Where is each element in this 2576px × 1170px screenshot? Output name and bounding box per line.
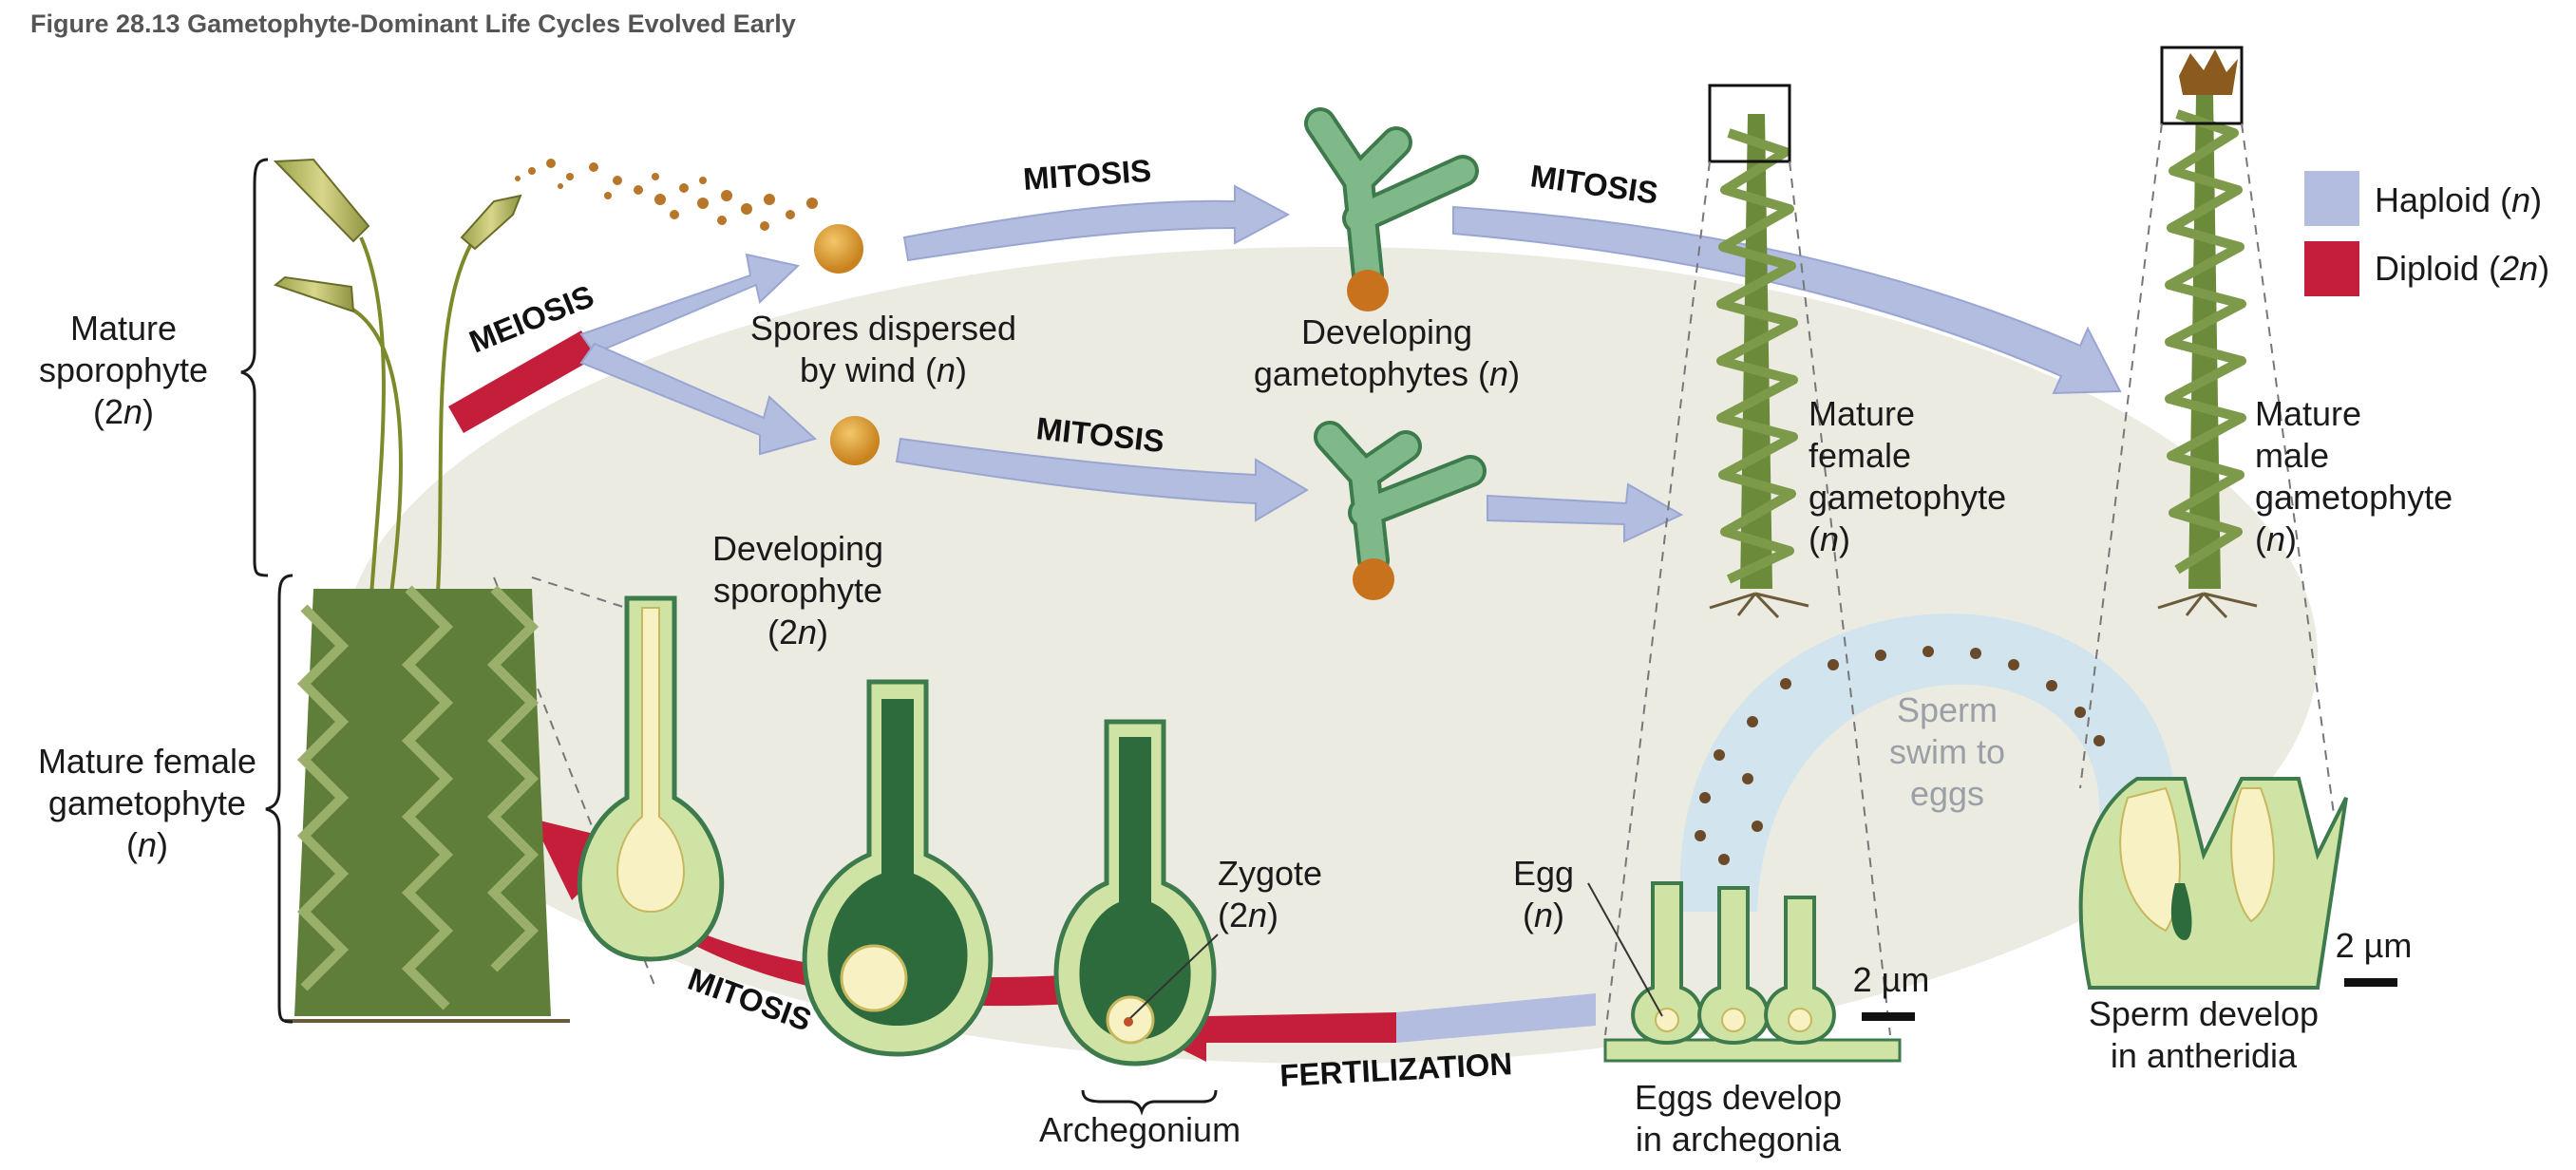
sperm-develop-label: Sperm develop in antheridia	[2088, 994, 2320, 1075]
archegonia-cluster	[1603, 881, 1902, 1063]
developing-sporophyte-stage-1	[577, 595, 725, 962]
developing-sporophyte-stage-2	[802, 679, 994, 1057]
legend-diploid-label: Diploid (2n)	[2375, 249, 2550, 288]
mature-male-plant	[2157, 46, 2258, 619]
sperm-cells	[1695, 646, 2105, 865]
mitosis-arrow-mid	[895, 437, 1309, 522]
spore-lower	[830, 416, 880, 465]
meiosis-arrow	[448, 330, 597, 433]
scale-bar-left	[1862, 1012, 1915, 1021]
mature-sporophyte-label: Mature sporophyte (2n)	[38, 309, 209, 431]
zygote-label: Zygote (2n)	[1218, 854, 1323, 934]
archegonium-zygote	[1053, 719, 1217, 1066]
antheridia-cluster	[2078, 777, 2348, 990]
mitosis-label-top-1: MITOSIS	[1022, 153, 1152, 197]
egg-pointer	[1587, 882, 1663, 1017]
mitosis-arrow-top-1	[902, 184, 1291, 262]
fertilization-arrow-diploid	[1146, 997, 1396, 1062]
developing-gametophytes-label: Developing gametophytes (n)	[1253, 312, 1521, 393]
egg-label: Egg (n)	[1512, 854, 1575, 934]
arrow-to-female	[1487, 482, 1684, 543]
mature-male-gametophyte-label: Mature male gametophyte (n)	[2255, 394, 2453, 558]
legend-diploid-swatch	[2304, 241, 2359, 296]
eggs-develop-label: Eggs develop in archegonia	[1634, 1078, 1843, 1159]
fertilization-arrow-haploid	[1396, 993, 1596, 1043]
mature-female-gametophyte-left-label: Mature female gametophyte (n)	[37, 742, 257, 864]
sporophyte-setae	[341, 236, 477, 609]
spore-branch-arrow-upper	[579, 253, 801, 355]
scale-bar-right	[2344, 978, 2397, 987]
zygote-pointer	[1129, 934, 1219, 1019]
sperm-swim-label: Sperm swim to eggs	[1888, 690, 2005, 813]
mitosis-arrow-top-2	[1452, 205, 2122, 395]
figure-title: Figure 28.13 Gametophyte-Dominant Life C…	[30, 9, 796, 38]
legend-haploid-swatch	[2304, 171, 2359, 226]
mature-female-gametophyte-label: Mature female gametophyte (n)	[1809, 394, 2007, 558]
left-braces	[240, 158, 1218, 1116]
developing-sporophyte-label: Developing sporophyte (2n)	[711, 529, 884, 651]
mitosis-label-top-2: MITOSIS	[1528, 158, 1660, 210]
scale-label-left: 2 µm	[1852, 960, 1930, 999]
dispersed-spores	[515, 159, 818, 231]
mature-female-plant	[1708, 84, 1809, 619]
scale-label-right: 2 µm	[2335, 926, 2413, 965]
developing-gametophyte-lower	[1314, 421, 1487, 600]
spore-branch-arrow-lower	[579, 342, 818, 456]
spore-upper	[814, 224, 863, 274]
archegonium-label: Archegonium	[1038, 1110, 1241, 1149]
left-gametophyte-shoots	[285, 585, 570, 1023]
spores-label: Spores dispersed by wind (n)	[749, 309, 1017, 389]
legend-haploid-label: Haploid (n)	[2375, 180, 2543, 219]
developing-gametophyte-upper	[1304, 107, 1479, 311]
sporophyte-capsules	[273, 158, 522, 313]
